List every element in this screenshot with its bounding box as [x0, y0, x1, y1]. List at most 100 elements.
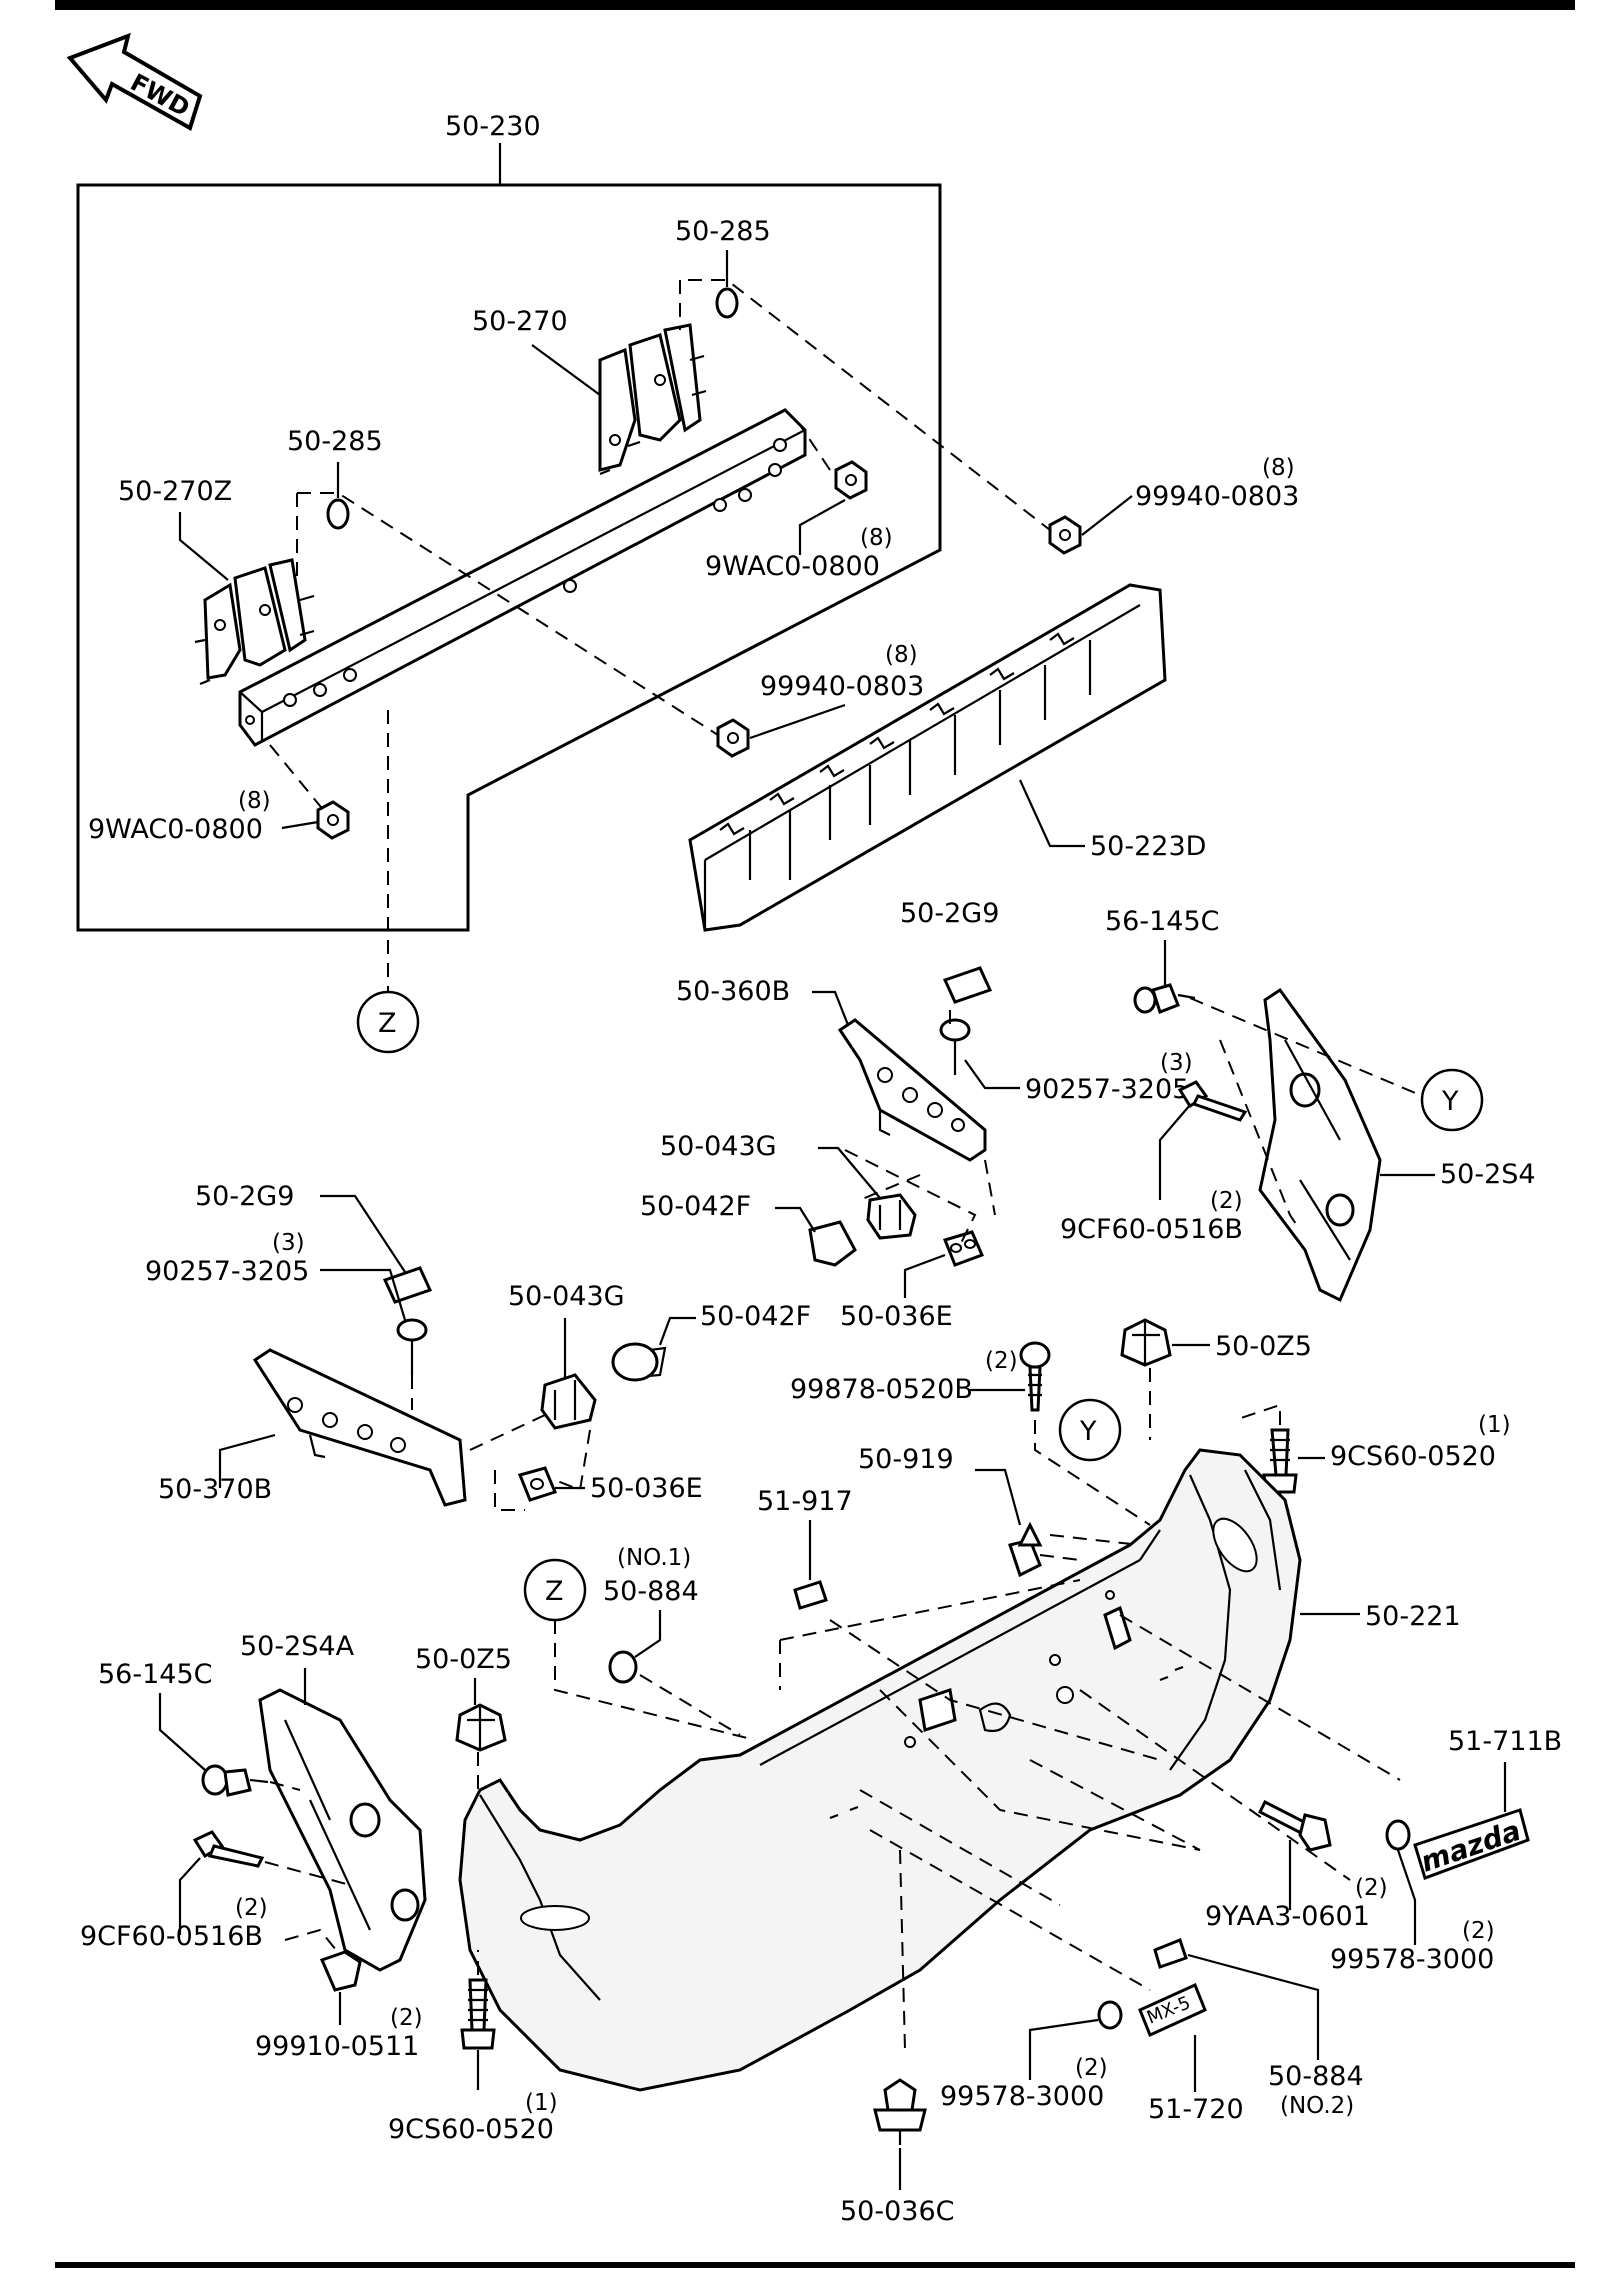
- nut-99940-0803-mid: [716, 718, 750, 758]
- label-50-0z5-left: 50-0Z5: [415, 1644, 512, 1675]
- clip-50-0z5-right: [1120, 1318, 1172, 1367]
- qty-9yaa3: (2): [1355, 1875, 1388, 1901]
- rivet-90257-3205-right: [939, 1018, 971, 1075]
- qty-90257-left: (3): [272, 1230, 305, 1256]
- label-50-884-no1: 50-884: [603, 1576, 699, 1607]
- fwd-arrow-icon: FWD: [66, 32, 203, 131]
- 99878-dashed: [1034, 1420, 1151, 1526]
- washer-50-285-upper: [715, 287, 739, 319]
- marker-z-top-label: Z: [378, 1008, 397, 1039]
- label-50-270: 50-270: [472, 306, 568, 337]
- screw-9cs60-0520-right: [1262, 1428, 1298, 1494]
- qty-9wac0-mid: (8): [860, 525, 893, 551]
- bumper-dashed-lines: [554, 1579, 1401, 2051]
- qty-99940-mid: (8): [885, 642, 918, 668]
- nut-50-919: [1008, 1521, 1043, 1578]
- label-9cs60-right: 9CS60-0520: [1330, 1441, 1496, 1472]
- label-90257-left: 90257-3205: [145, 1256, 309, 1287]
- reinforcement-beam: [238, 408, 807, 747]
- marker-y-right: [1420, 1068, 1484, 1132]
- grommet-50-884-no1: [608, 1650, 638, 1684]
- bracket-50-270z: [194, 558, 315, 686]
- nut-99940-0803-top: [1048, 515, 1082, 555]
- label-51-711b: 51-711B: [1448, 1726, 1562, 1757]
- label-99940-top: 99940-0803: [1135, 481, 1299, 512]
- label-99578-right: 99578-3000: [1330, 1944, 1494, 1975]
- label-50-036c: 50-036C: [840, 2196, 955, 2227]
- label-50-919: 50-919: [858, 1444, 954, 1475]
- bumper-fascia-50-221: [458, 1448, 1302, 2092]
- bracket-50-360b: [837, 1018, 987, 1162]
- no1-label: (NO.1): [617, 1545, 691, 1571]
- label-50-370b: 50-370B: [158, 1474, 272, 1505]
- screw-9cs60-0520-left: [460, 1978, 496, 2050]
- label-99940-mid: 99940-0803: [760, 671, 924, 702]
- label-90257-right: 90257-3205: [1025, 1074, 1189, 1105]
- washer-99578-3000-right: [1385, 1819, 1411, 1851]
- label-50-042f-left: 50-042F: [700, 1301, 811, 1332]
- label-50-2s4a: 50-2S4A: [240, 1631, 355, 1662]
- screw-56-145c-right: [1133, 983, 1196, 1014]
- marker-y-right-label: Y: [1441, 1086, 1459, 1117]
- label-9cf60-right: 9CF60-0516B: [1060, 1214, 1243, 1245]
- label-9wac0-low: 9WAC0-0800: [88, 814, 263, 845]
- label-50-042f-right: 50-042F: [640, 1191, 751, 1222]
- rivet-90257-3205-left: [396, 1318, 428, 1375]
- label-50-360b: 50-360B: [676, 976, 790, 1007]
- qty-99910: (2): [390, 2005, 423, 2031]
- bottom-rule: [55, 2262, 1575, 2268]
- qty-9cf60-left: (2): [235, 1895, 268, 1921]
- qty-99578-left: (2): [1075, 2055, 1108, 2081]
- nut-9wac0-0800-mid: [834, 460, 868, 500]
- label-50-043g-right: 50-043G: [660, 1131, 777, 1162]
- badge-51-720: MX-5: [1138, 1982, 1207, 2038]
- label-50-285-upper: 50-285: [675, 216, 771, 247]
- label-9cf60-left: 9CF60-0516B: [80, 1921, 263, 1952]
- label-50-270z: 50-270Z: [118, 476, 232, 507]
- label-51-917: 51-917: [757, 1486, 853, 1517]
- bolt-9yaa3-0601: [1257, 1799, 1332, 1852]
- label-50-043g-left: 50-043G: [508, 1281, 625, 1312]
- label-50-2s4: 50-2S4: [1440, 1159, 1536, 1190]
- qty-9cf60-right: (2): [1210, 1188, 1243, 1214]
- label-50-0z5-right: 50-0Z5: [1215, 1331, 1312, 1362]
- label-50-2g9-left: 50-2G9: [195, 1181, 294, 1212]
- label-50-285-lower: 50-285: [287, 426, 383, 457]
- screw-56-145c-left: [201, 1764, 269, 1797]
- qty-90257-right: (3): [1160, 1050, 1193, 1076]
- energy-absorber-50-223d: [688, 583, 1167, 932]
- grommet-50-042f-right: [808, 1220, 857, 1267]
- label-51-720: 51-720: [1148, 2094, 1244, 2125]
- label-50-884-no2: 50-884: [1268, 2061, 1364, 2092]
- badge-mazda-text: mazda: [1417, 1814, 1525, 1879]
- top-rule: [55, 0, 1575, 10]
- marker-y-lower: [1058, 1398, 1122, 1462]
- label-50-036e-left: 50-036E: [590, 1473, 703, 1504]
- right-bracket-dashed-lines: [844, 1010, 996, 1246]
- clip-50-036c: [873, 2078, 927, 2145]
- washer-99578-3000-left: [1097, 2000, 1123, 2030]
- assembly-box-50-230: [76, 183, 942, 932]
- bracket-50-2s4a: [258, 1688, 427, 1972]
- 9cs60-right-dashed: [1234, 1403, 1281, 1425]
- label-50-2g9-right: 50-2G9: [900, 898, 999, 929]
- label-99878: 99878-0520B: [790, 1374, 973, 1405]
- label-plate-51-917: [793, 1580, 828, 1610]
- label-9yaa3: 9YAA3-0601: [1205, 1901, 1370, 1932]
- badge-51-711b: mazda: [1413, 1808, 1530, 1880]
- qty-99878: (2): [985, 1348, 1018, 1374]
- qty-99578-right: (2): [1462, 1918, 1495, 1944]
- label-99578-left: 99578-3000: [940, 2081, 1104, 2112]
- pad-50-884-no2: [1153, 1938, 1188, 1969]
- 50-919-dashed: [1039, 1534, 1141, 1561]
- nut-50-036e-left: [517, 1466, 558, 1502]
- screw-99878-0520b: [1019, 1341, 1051, 1412]
- nut-9wac0-0800-low: [316, 800, 350, 840]
- y-right-dashed: [1189, 997, 1421, 1231]
- label-50-230: 50-230: [445, 111, 541, 142]
- label-56-145c-right: 56-145C: [1105, 906, 1220, 937]
- label-50-223d: 50-223D: [1090, 831, 1206, 862]
- bracket-50-270: [598, 323, 707, 476]
- marker-z-top: [356, 990, 420, 1054]
